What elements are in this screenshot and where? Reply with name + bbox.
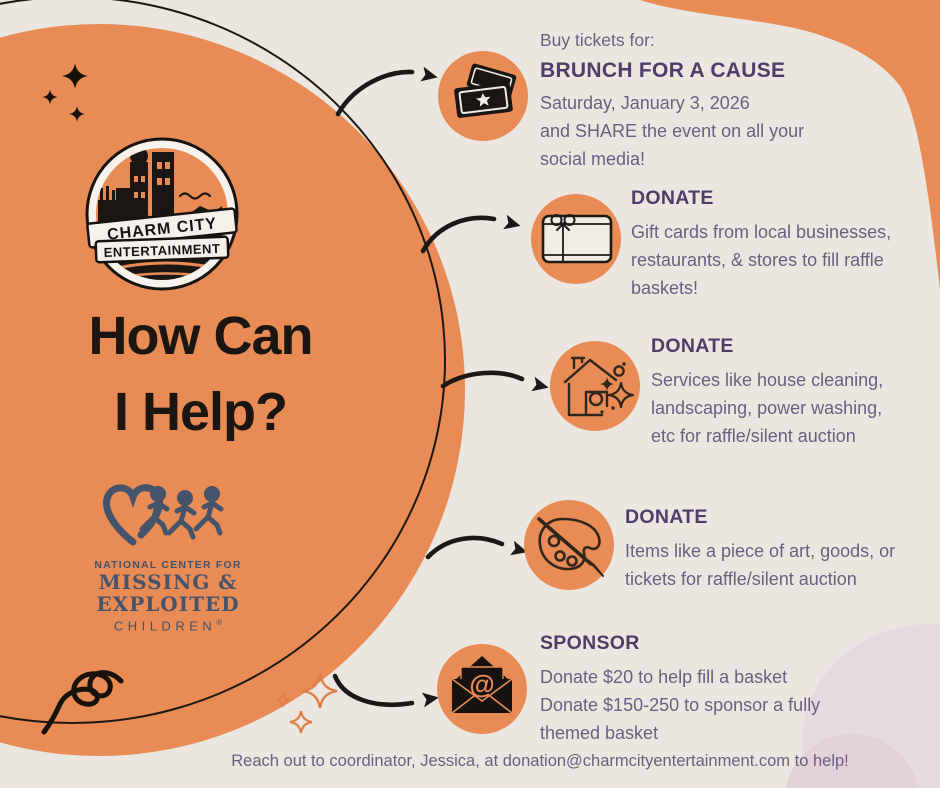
section-line: social media! <box>540 149 646 169</box>
section-heading: BRUNCH FOR A CAUSE <box>540 59 786 82</box>
logo-banner2: ENTERTAINMENT <box>94 235 230 264</box>
gift-card-icon <box>531 194 621 284</box>
section-line: Gift cards from local businesses, <box>631 222 892 242</box>
charm-city-logo: CHARM CITY ENTERTAINMENT <box>85 137 239 291</box>
coil-squiggle-icon <box>41 670 124 735</box>
page-title: How Can I Help? <box>28 298 373 450</box>
section-donate-items: DONATE Items like a piece of art, goods,… <box>625 503 895 593</box>
curved-arrow-icon <box>335 69 415 117</box>
curved-arrow-icon <box>420 215 497 254</box>
section-line: Donate $20 to help fill a basket <box>540 667 788 687</box>
ncmec-line3: EXPLOITED <box>96 592 240 616</box>
footer-contact-text: Reach out to coordinator, Jessica, at do… <box>231 752 849 770</box>
sparkle-icon <box>69 106 85 122</box>
arrowhead-icon <box>510 540 528 556</box>
house-cleaning-icon <box>550 341 640 431</box>
sparkle-outline-icon <box>302 673 338 709</box>
orange-corner-blob <box>640 0 940 290</box>
ncmec-line2: MISSING & <box>98 570 238 594</box>
arrowhead-icon <box>420 66 438 82</box>
envelope-icon: @ <box>437 644 527 734</box>
sparkle-icon <box>62 63 88 89</box>
ncmec-line4: CHILDREN® <box>113 618 223 634</box>
arrowhead-icon <box>503 214 521 230</box>
ncmec-logo: NATIONAL CENTER FOR MISSING & EXPLOITED … <box>84 478 252 633</box>
section-sponsor: SPONSOR Donate $20 to help fill a basket… <box>540 629 820 747</box>
art-palette-icon <box>524 500 614 590</box>
sparkle-outline-icon <box>289 710 313 734</box>
section-line: Donate $150-250 to sponsor a fully <box>540 695 821 715</box>
section-heading: DONATE <box>651 335 734 357</box>
arrowhead-icon <box>421 692 439 708</box>
section-line: tickets for raffle/silent auction <box>625 569 857 589</box>
wave-squiggle-icon <box>178 192 212 200</box>
ncmec-reg-mark: ® <box>216 618 223 627</box>
section-donate-giftcards: DONATE Gift cards from local businesses,… <box>631 184 891 302</box>
section-heading: DONATE <box>631 187 714 209</box>
curved-arrow-icon <box>332 673 415 708</box>
curved-arrow-icon <box>425 535 505 560</box>
arrowhead-icon <box>531 376 549 392</box>
section-line: restaurants, & stores to fill raffle <box>631 250 884 270</box>
section-brunch: Buy tickets for: BRUNCH FOR A CAUSE Satu… <box>540 26 804 173</box>
section-line: landscaping, power washing, <box>651 398 883 418</box>
pink-blob-small <box>785 734 919 788</box>
section-line: Saturday, January 3, 2026 <box>540 93 750 113</box>
ncmec-line1: NATIONAL CENTER FOR <box>94 559 242 571</box>
section-line: Services like house cleaning, <box>651 370 884 390</box>
section-line: and SHARE the event on all your <box>540 121 805 141</box>
title-line1: How Can <box>88 306 313 366</box>
section-heading: SPONSOR <box>540 632 640 654</box>
logo-banner-line2: ENTERTAINMENT <box>103 241 220 260</box>
section-line: themed basket <box>540 723 659 743</box>
sparkle-outline-icon <box>276 693 290 707</box>
svg-text:@: @ <box>469 669 494 699</box>
ncmec-heart-children-icon <box>103 484 224 546</box>
section-heading: DONATE <box>625 506 708 528</box>
section-line: Items like a piece of art, goods, or <box>625 541 896 561</box>
section-intro: Buy tickets for: <box>540 30 655 50</box>
section-line: etc for raffle/silent auction <box>651 426 856 446</box>
section-line: baskets! <box>631 278 699 298</box>
tickets-icon <box>438 51 528 141</box>
title-line2: I Help? <box>113 382 288 442</box>
section-donate-services: DONATE Services like house cleaning, lan… <box>651 332 883 450</box>
sparkle-icon <box>42 89 58 105</box>
curved-arrow-icon <box>440 370 525 389</box>
